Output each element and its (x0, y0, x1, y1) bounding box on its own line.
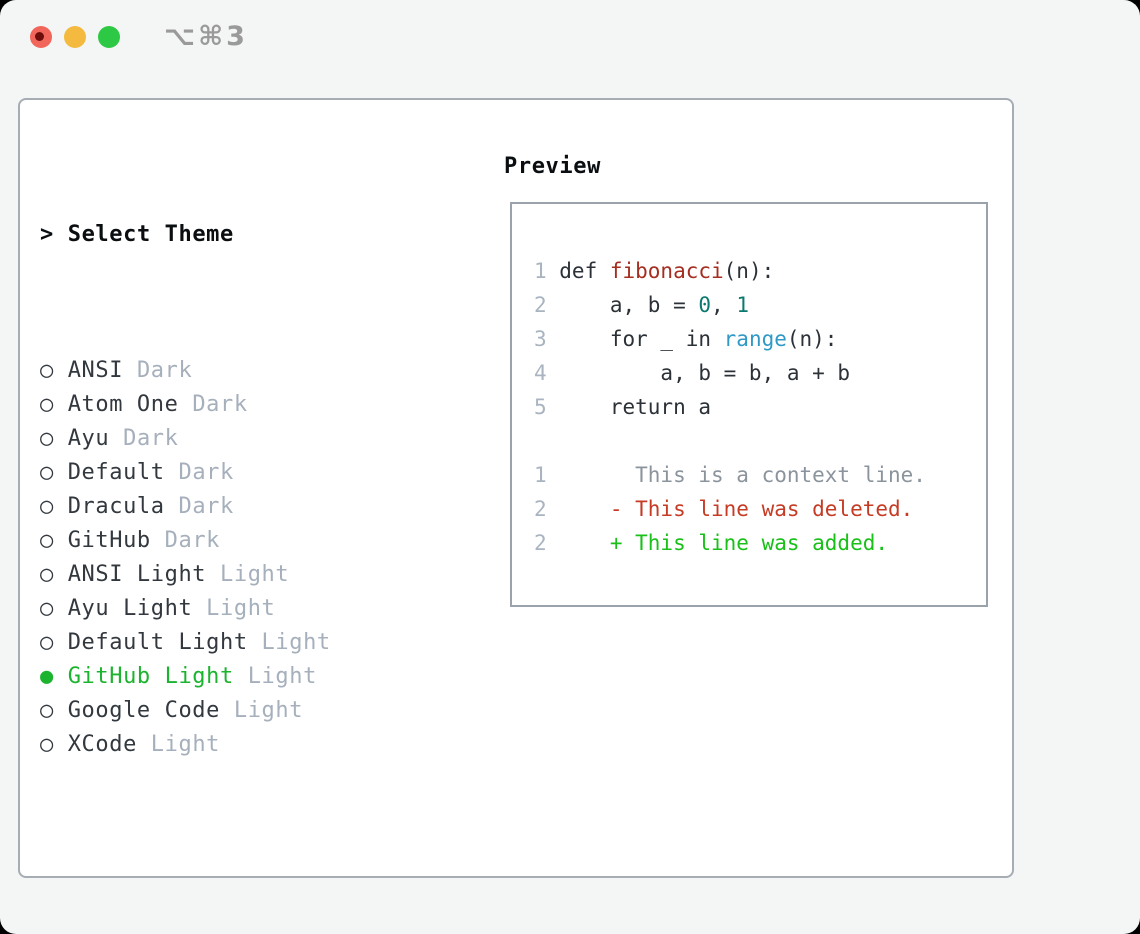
line-number: 4 (534, 361, 547, 385)
theme-option-variant: Light (233, 664, 317, 689)
radio-unselected-icon: ○ (40, 494, 68, 519)
preview-header: Preview (504, 154, 601, 179)
code-segment-func: fibonacci (609, 259, 724, 283)
theme-option-variant: Dark (123, 358, 193, 383)
code-segment-code: a, b = (559, 293, 699, 317)
code-segment-deleted: - This line was deleted. (559, 497, 914, 521)
theme-option[interactable]: ○ Default Light Light (40, 626, 428, 660)
code-segment-code: (n): (786, 327, 838, 351)
theme-option-label: ANSI (67, 358, 124, 383)
code-line: 3 for _ in range(n): (534, 322, 926, 356)
code-segment-added: + This line was added. (559, 531, 889, 555)
blank-line (534, 424, 926, 458)
theme-picker-panel: > Select Theme ○ ANSI Dark○ Atom One Dar… (18, 98, 1014, 878)
line-number: 2 (534, 293, 547, 317)
maximize-button[interactable] (98, 26, 120, 48)
radio-selected-icon: ● (40, 664, 68, 689)
minimize-button[interactable] (64, 26, 86, 48)
theme-option-label: ANSI Light (67, 562, 207, 587)
theme-picker: > Select Theme ○ ANSI Dark○ Atom One Dar… (40, 150, 428, 934)
code-line: 1 def fibonacci(n): (534, 254, 926, 288)
diff-context-line: 1 This is a context line. (534, 458, 926, 492)
theme-option-label: Dracula (67, 494, 165, 519)
radio-unselected-icon: ○ (40, 562, 68, 587)
radio-unselected-icon: ○ (40, 630, 68, 655)
header-pointer-icon: > (40, 222, 54, 247)
select-theme-header: > Select Theme (40, 218, 428, 252)
theme-option-variant: Dark (178, 392, 248, 417)
theme-option-variant: Light (220, 698, 304, 723)
radio-unselected-icon: ○ (40, 358, 68, 383)
theme-option-label: Google Code (67, 698, 220, 723)
code-segment-num: 0 (698, 293, 712, 317)
spacer (40, 864, 428, 898)
radio-unselected-icon: ○ (40, 528, 68, 553)
theme-option[interactable]: ○ Ayu Light Light (40, 592, 428, 626)
theme-option-label: GitHub (67, 528, 151, 553)
code-segment-context: This is a context line. (559, 463, 926, 487)
radio-unselected-icon: ○ (40, 732, 68, 757)
theme-option[interactable]: ○ GitHub Dark (40, 524, 428, 558)
theme-option-label: Atom One (67, 392, 179, 417)
theme-option-label: Ayu (67, 426, 110, 451)
theme-option[interactable]: ○ Google Code Light (40, 694, 428, 728)
code-segment-code: (n): (723, 259, 775, 283)
select-theme-header-label: Select Theme (67, 222, 234, 247)
line-number: 2 (534, 531, 547, 555)
radio-unselected-icon: ○ (40, 596, 68, 621)
code-segment-builtin: range (723, 327, 787, 351)
window-title: ⌥⌘3 (164, 21, 248, 52)
theme-option-label: XCode (67, 732, 137, 757)
theme-option-label: Default Light (67, 630, 248, 655)
theme-option-variant: Light (192, 596, 276, 621)
theme-option-label: Ayu Light (67, 596, 193, 621)
theme-option[interactable]: ○ ANSI Dark (40, 354, 428, 388)
theme-option-variant: Dark (164, 494, 234, 519)
theme-option-variant: Light (136, 732, 221, 757)
theme-option[interactable]: ○ Atom One Dark (40, 388, 428, 422)
code-segment-code: a, b = b, a + b (559, 361, 851, 385)
theme-option-label: Default (67, 460, 165, 485)
theme-option-variant: Dark (109, 426, 179, 451)
theme-option-variant: Light (247, 630, 331, 655)
theme-option-variant: Light (206, 562, 290, 587)
line-number: 2 (534, 497, 547, 521)
line-number: 1 (534, 463, 547, 487)
theme-option[interactable]: ○ Dracula Dark (40, 490, 428, 524)
radio-unselected-icon: ○ (40, 392, 68, 417)
radio-unselected-icon: ○ (40, 460, 68, 485)
code-line: 4 a, b = b, a + b (534, 356, 926, 390)
theme-option-variant: Dark (164, 460, 234, 485)
code-line: 5 return a (534, 390, 926, 424)
code-segment-num: 1 (736, 293, 749, 317)
diff-added-line: 2 + This line was added. (534, 526, 926, 560)
code-segment-code: , (711, 293, 737, 317)
code-line: 2 a, b = 0, 1 (534, 288, 926, 322)
theme-option-label: GitHub Light (67, 664, 234, 689)
diff-deleted-line: 2 - This line was deleted. (534, 492, 926, 526)
line-number: 5 (534, 395, 547, 419)
line-number: 1 (534, 259, 547, 283)
close-button[interactable] (30, 26, 52, 48)
theme-option[interactable]: ● GitHub Light Light (40, 660, 428, 694)
radio-unselected-icon: ○ (40, 698, 68, 723)
theme-option[interactable]: ○ ANSI Light Light (40, 558, 428, 592)
code-segment-code: for _ in (559, 327, 724, 351)
theme-option[interactable]: ○ Ayu Dark (40, 422, 428, 456)
theme-option[interactable]: ○ XCode Light (40, 728, 428, 762)
theme-option-variant: Dark (150, 528, 221, 553)
line-number: 3 (534, 327, 547, 351)
theme-option[interactable]: ○ Default Dark (40, 456, 428, 490)
code-segment-code: return a (559, 395, 711, 419)
code-segment-code: def (559, 259, 610, 283)
radio-unselected-icon: ○ (40, 426, 68, 451)
title-bar: ⌥⌘3 (0, 0, 1140, 70)
theme-list: ○ ANSI Dark○ Atom One Dark○ Ayu Dark○ De… (40, 354, 428, 762)
